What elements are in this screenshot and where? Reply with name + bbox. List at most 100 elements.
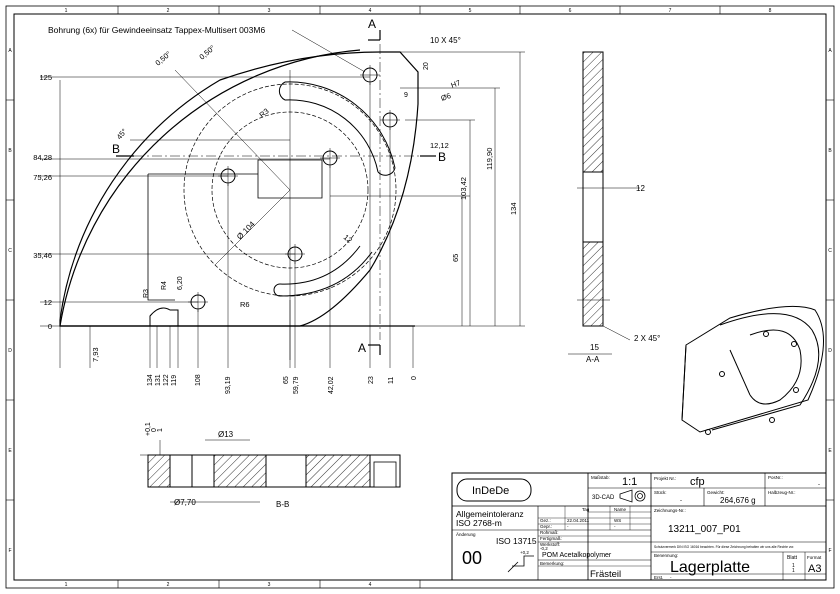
bemerkung-value: Frästeil xyxy=(590,569,621,580)
cad-label: 3D-CAD xyxy=(592,495,615,501)
halbzeug-label: Halbzeug-Nr.: xyxy=(768,490,796,495)
right-dimensions xyxy=(300,51,525,327)
gez-name: WS xyxy=(614,518,621,523)
werkstoff-label: Werkstoff: xyxy=(540,542,560,547)
dim-9: 9 xyxy=(404,92,408,99)
bb-depth: 1 xyxy=(157,428,164,432)
dim-right: 103,42 xyxy=(459,177,468,200)
company-logo: InDeDe xyxy=(472,485,509,497)
row-label: C xyxy=(8,248,12,254)
bottom-dimensions xyxy=(149,83,414,368)
tol-norm: ISO 2768-m xyxy=(456,518,502,528)
row-label: E xyxy=(8,448,12,454)
bore-note: Bohrung (6x) für Gewindeeinsatz Tappex-M… xyxy=(48,25,265,35)
name-label: Name xyxy=(614,507,627,512)
dim-bottom: 42,02 xyxy=(328,376,335,394)
fertigmass-label: Fertigmaß: xyxy=(540,536,562,541)
col-label: 1 xyxy=(65,582,68,588)
col-label: 2 xyxy=(167,582,170,588)
radius-r6: R6 xyxy=(240,300,250,309)
zeichnung-label: Zeichnungs-Nr.: xyxy=(654,508,686,513)
angle-45: 45° xyxy=(115,127,129,141)
radius-r3: R3 xyxy=(258,106,271,119)
aa-chamfer: 2 X 45° xyxy=(634,334,660,343)
blatt-label: Blatt xyxy=(787,555,798,561)
projekt-value: cfp xyxy=(690,476,705,488)
projekt-label: Projekt Nr.: xyxy=(654,476,676,481)
angle-050: 0,50° xyxy=(154,49,173,67)
edge-tol-plus: +0,2 xyxy=(520,550,529,555)
massstab-label: Maßstab: xyxy=(591,475,610,480)
stueck-value: - xyxy=(680,498,682,504)
dim-1212: 12,12 xyxy=(430,141,449,150)
dim-left: 12 xyxy=(44,298,52,307)
edge-symbol-icon xyxy=(507,555,534,573)
dim-bottom: 65 xyxy=(283,376,290,384)
bb-dia13: Ø13 xyxy=(218,430,234,439)
aa-width: 15 xyxy=(590,343,599,352)
posnr-label: PosNr.: xyxy=(768,475,783,480)
chamfer-label: 10 X 45° xyxy=(430,36,461,45)
zone-ticks xyxy=(6,6,834,588)
row-label: C xyxy=(828,248,832,254)
ersatz-label: Erst. xyxy=(654,575,663,580)
dia104-label: Ø 104 xyxy=(235,219,257,241)
gez-label: Gez.: xyxy=(540,518,551,523)
row-label: D xyxy=(828,348,832,354)
row-label: B xyxy=(8,148,12,154)
col-label: 8 xyxy=(769,8,772,14)
col-label: 4 xyxy=(369,582,372,588)
blatt-value: 1 xyxy=(792,563,795,569)
dim-12-arc: 12 xyxy=(342,233,354,245)
edge-tol-minus: -0,2 xyxy=(540,546,548,551)
row-label: D xyxy=(8,348,12,354)
section-aa xyxy=(568,51,640,355)
iso-view xyxy=(681,305,824,435)
dim-bottom: 131 xyxy=(155,374,162,386)
bemerkung-label: Bemerkung: xyxy=(540,561,564,566)
dim-bottom: 59,79 xyxy=(293,376,300,394)
dim-bottom: 108 xyxy=(195,374,202,386)
ersatz-value: - xyxy=(670,575,672,580)
benennung-value: Lagerplatte xyxy=(670,559,750,576)
bb-tol-zero: 0 xyxy=(151,428,158,432)
row-label: B xyxy=(828,148,832,154)
benennung-label: Benennung: xyxy=(654,553,678,558)
dim-bottom: 0 xyxy=(411,376,418,380)
dim-right: 119,90 xyxy=(485,148,494,170)
gewicht-label: Gewicht: xyxy=(707,490,725,495)
h7-label: H7 xyxy=(450,78,462,90)
dim-bottom: 93,19 xyxy=(225,376,232,394)
werkstoff-value: POM Acetalkopolymer xyxy=(542,552,612,559)
col-label: 6 xyxy=(569,8,572,14)
gepr-label: Gepr.: xyxy=(540,524,552,529)
dim-right: 65 xyxy=(451,254,460,262)
gewicht-value: 264,676 g xyxy=(720,496,756,505)
bb-dia770: Ø7,70 xyxy=(174,498,196,507)
col-label: 2 xyxy=(167,8,170,14)
section-label-b: B xyxy=(112,142,120,156)
col-label: 3 xyxy=(268,8,271,14)
dim-20: 20 xyxy=(423,62,430,70)
rohmass-label: Rohmaß: xyxy=(540,530,559,535)
aenderung-label: Änderung xyxy=(456,531,476,537)
bb-tol-plus: +0,1 xyxy=(145,422,152,436)
dim-bottom: 119 xyxy=(171,375,178,386)
section-label-a: A xyxy=(358,341,366,355)
angle-050: 0,50° xyxy=(198,43,217,61)
row-label: E xyxy=(828,448,832,454)
dim-left: 0 xyxy=(48,322,52,331)
dim-793: 7,93 xyxy=(91,347,100,362)
dim-bottom: 134 xyxy=(147,374,154,386)
row-label: A xyxy=(828,48,832,54)
radius-r3: R3 xyxy=(143,289,150,298)
col-label: 5 xyxy=(469,8,472,14)
section-label-b: B xyxy=(438,150,446,164)
outer-frame xyxy=(5,5,835,589)
dim-left: 75,26 xyxy=(33,173,52,182)
zeichnung-value: 13211_007_P01 xyxy=(668,524,741,535)
projection-symbol-icon xyxy=(619,489,646,503)
massstab-value: 1:1 xyxy=(622,476,637,488)
aa-thickness: 12 xyxy=(636,184,645,193)
gez-date: 22.04.2011 xyxy=(567,518,590,523)
